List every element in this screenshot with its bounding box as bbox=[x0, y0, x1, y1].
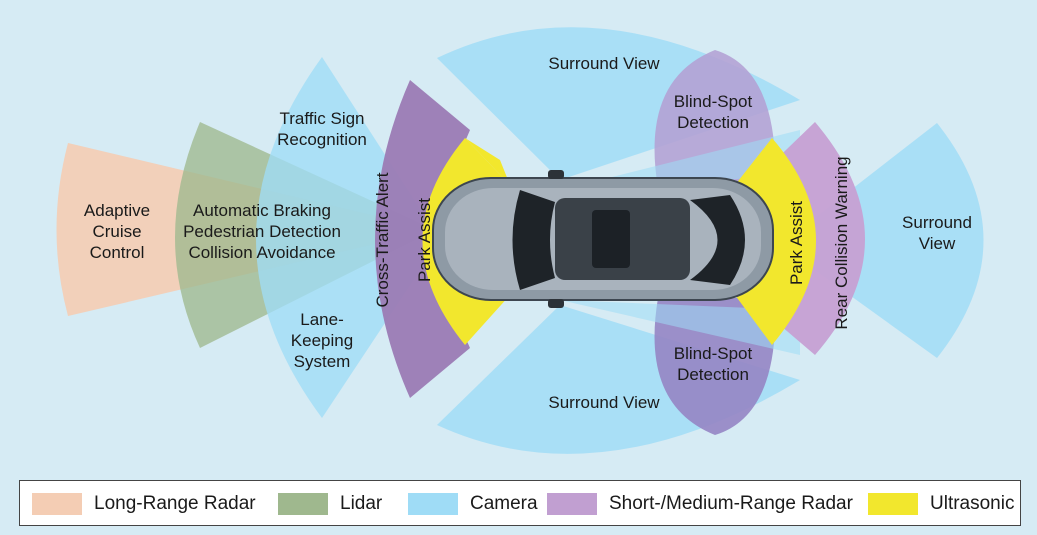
legend-label-short-medium-radar: Short-/Medium-Range Radar bbox=[609, 493, 853, 514]
park-assist-front-zone-tip bbox=[465, 138, 510, 185]
legend-swatch-short-medium-radar bbox=[547, 493, 597, 515]
front-camera-zone bbox=[256, 57, 440, 418]
cross-traffic-alert-label: Cross-Traffic Alert bbox=[373, 172, 392, 307]
windshield bbox=[512, 190, 555, 290]
surround-view-rear-zone bbox=[780, 123, 984, 358]
legend: Long-Range Radar Lidar Camera Short-/Med… bbox=[19, 480, 1021, 526]
legend-item-lidar: Lidar bbox=[278, 491, 382, 517]
legend-label-camera: Camera bbox=[470, 493, 538, 514]
rear-window bbox=[690, 195, 745, 285]
legend-item-camera: Camera bbox=[408, 491, 538, 517]
rear-camera-wedge-bottom bbox=[560, 300, 800, 355]
legend-label-long-range-radar: Long-Range Radar bbox=[94, 493, 256, 514]
legend-item-long-range-radar: Long-Range Radar bbox=[32, 491, 256, 517]
car bbox=[432, 170, 774, 308]
legend-item-ultrasonic: Ultrasonic bbox=[868, 491, 1014, 517]
mirror-left bbox=[548, 170, 564, 179]
legend-label-ultrasonic: Ultrasonic bbox=[930, 493, 1015, 514]
legend-swatch-long-range-radar bbox=[32, 493, 82, 515]
park-assist-front-label: Park Assist bbox=[415, 198, 434, 282]
park-assist-rear-zone bbox=[735, 138, 816, 345]
legend-swatch-lidar bbox=[278, 493, 328, 515]
sunroof bbox=[592, 210, 630, 268]
legend-label-lidar: Lidar bbox=[340, 493, 383, 514]
legend-swatch-ultrasonic bbox=[868, 493, 918, 515]
rear-collision-warning-label: Rear Collision Warning bbox=[832, 156, 851, 329]
rear-camera-wedge-top bbox=[560, 130, 800, 190]
legend-swatch-camera bbox=[408, 493, 458, 515]
legend-item-short-medium-radar: Short-/Medium-Range Radar bbox=[547, 491, 853, 517]
park-assist-rear-label: Park Assist bbox=[787, 201, 806, 285]
surround-view-top-label: Surround View bbox=[548, 54, 660, 73]
surround-view-bottom-label: Surround View bbox=[548, 393, 660, 412]
mirror-right bbox=[548, 299, 564, 308]
